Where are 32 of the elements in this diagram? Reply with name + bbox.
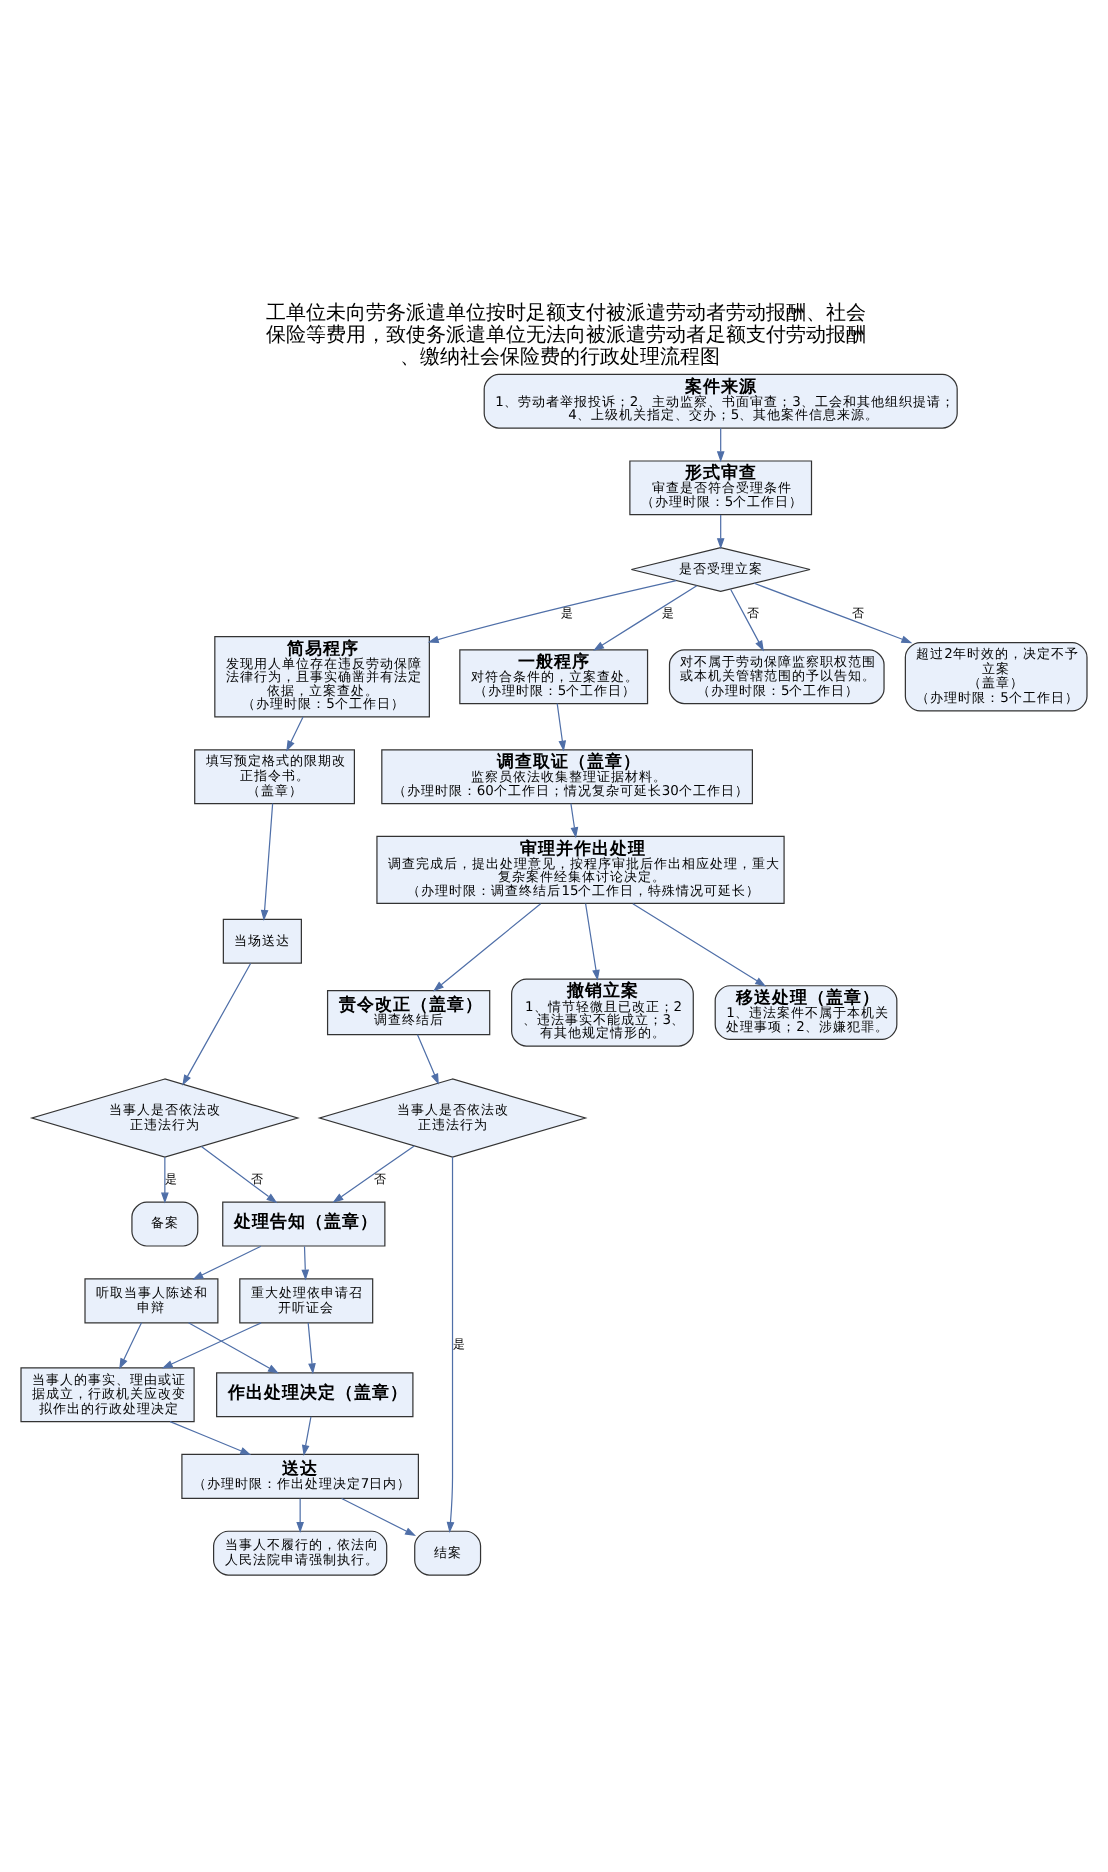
arrow bbox=[169, 1420, 252, 1455]
arrow bbox=[593, 584, 698, 650]
arrow bbox=[200, 1144, 278, 1203]
arrow bbox=[556, 702, 567, 751]
arrow bbox=[341, 1496, 417, 1536]
node-box: 作出处理决定（盖章） bbox=[216, 1371, 414, 1417]
arrow bbox=[286, 715, 304, 751]
arrow bbox=[585, 902, 600, 980]
arrow bbox=[570, 802, 579, 838]
node-box: 处理告知（盖章） bbox=[222, 1200, 386, 1246]
arrow bbox=[296, 1497, 304, 1532]
arrow bbox=[301, 1244, 310, 1280]
arrow bbox=[307, 1321, 316, 1374]
arrow bbox=[446, 1155, 455, 1532]
arrow bbox=[182, 961, 252, 1085]
arrow bbox=[416, 1033, 439, 1084]
arrow bbox=[427, 579, 677, 643]
arrow bbox=[716, 426, 725, 462]
arrow bbox=[433, 902, 542, 991]
arrow bbox=[161, 1321, 262, 1368]
arrow bbox=[119, 1321, 143, 1369]
arrow bbox=[716, 513, 725, 549]
arrow bbox=[753, 581, 913, 643]
arrow bbox=[161, 1155, 169, 1203]
arrow bbox=[730, 587, 764, 651]
arrow bbox=[332, 1144, 415, 1202]
diagram-title: 工单位未向劳务派遣单位按时足额支付被派遣劳动者劳动报酬、社会保险等费用，致使务派遣单位无法向被派遣劳动者足额支付劳动报酬、缴纳社会保险费的行政处理流程图 bbox=[265, 302, 866, 369]
arrow bbox=[192, 1244, 262, 1279]
arrow bbox=[632, 902, 767, 986]
arrow bbox=[301, 1415, 312, 1456]
arrow bbox=[187, 1321, 279, 1373]
arrow bbox=[260, 802, 274, 920]
